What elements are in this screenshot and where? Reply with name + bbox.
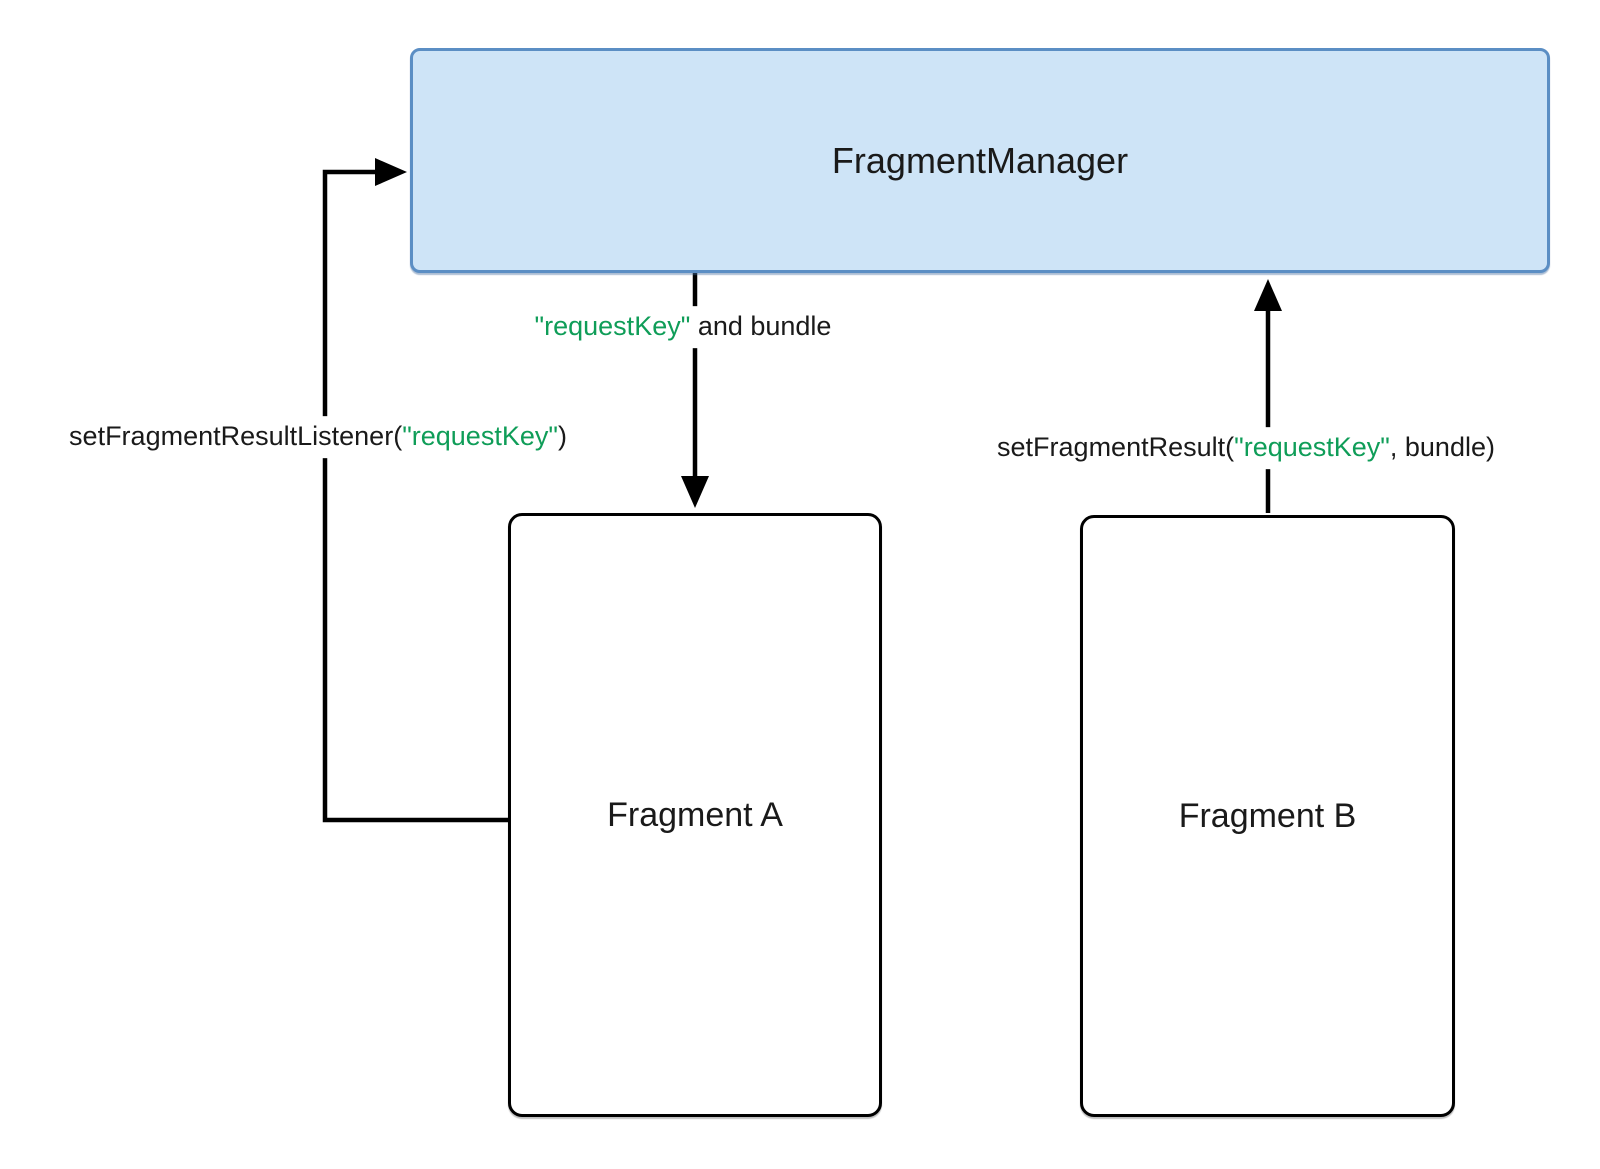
edge-label-text: setFragmentResult( [997,432,1235,463]
edge-fragment-a-to-manager-line [322,169,508,823]
arrowhead-up-icon [1254,279,1282,311]
fragment-a-label: Fragment A [607,795,783,834]
fragment-manager-box: FragmentManager [410,48,1550,273]
edge-label-text: and bundle [690,311,832,342]
request-key-text: "requestKey" [534,311,691,342]
fragment-b-label: Fragment B [1178,796,1357,835]
edge-label-text: ) [557,421,567,452]
fragment-manager-label: FragmentManager [831,139,1129,181]
request-key-text: "requestKey" [1234,432,1390,463]
fragment-b-box: Fragment B [1080,515,1455,1117]
edge-label-text: , bundle) [1389,432,1495,463]
edge-label-set-fragment-result-listener: setFragmentResultListener("requestKey") [61,416,575,458]
edge-label-text: setFragmentResultListener( [69,421,403,452]
request-key-text: "requestKey" [402,421,558,452]
arrowhead-down-icon [681,476,709,508]
edge-label-requestkey-and-bundle: "requestKey" and bundle [526,306,840,348]
fragment-a-box: Fragment A [508,513,882,1117]
arrowhead-right-icon [375,158,407,186]
edge-label-set-fragment-result: setFragmentResult("requestKey", bundle) [989,427,1503,469]
